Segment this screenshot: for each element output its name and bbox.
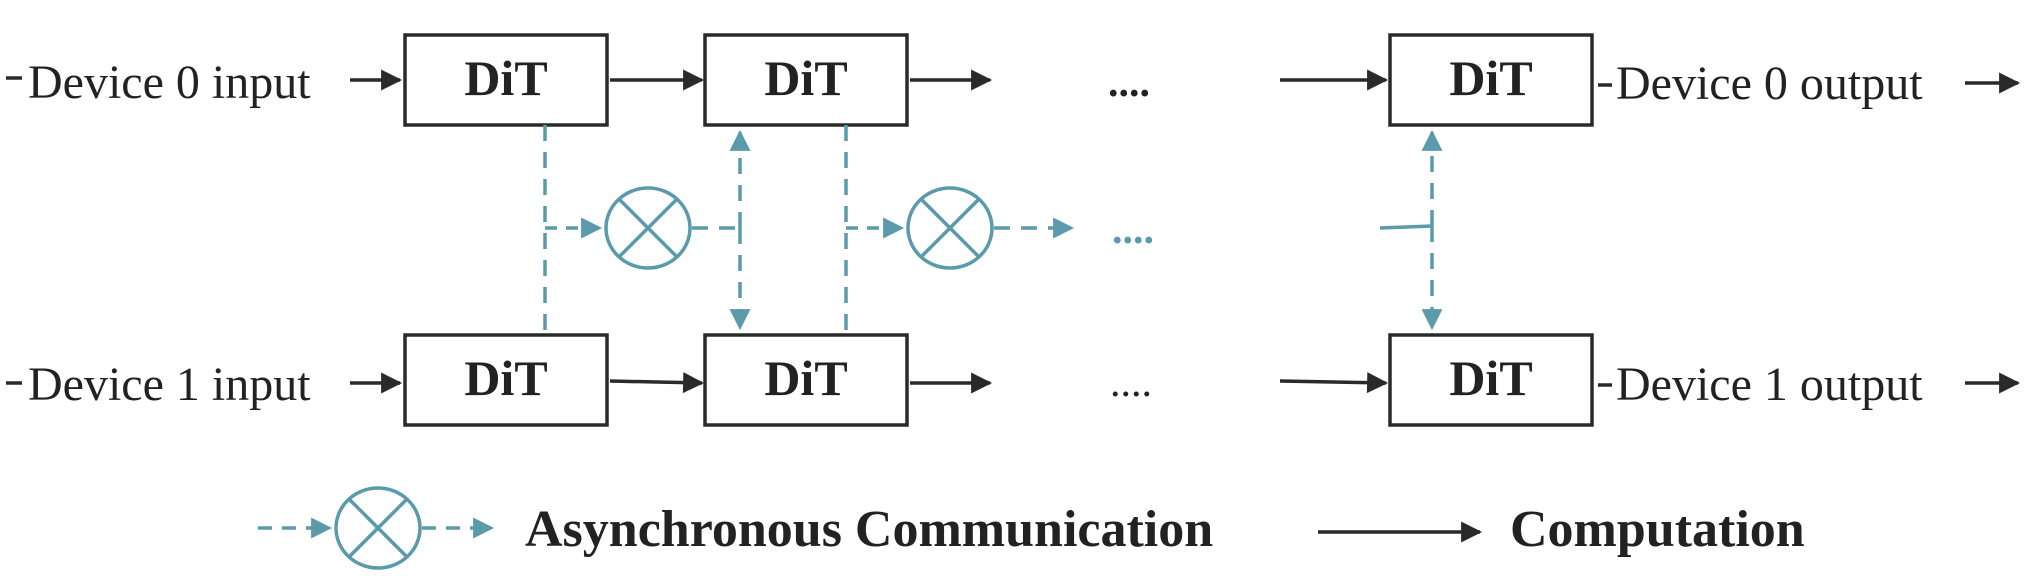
- dit-block-0-2-label: DiT: [1449, 50, 1532, 106]
- device-1-output-label: Device 1 output: [1616, 358, 1923, 411]
- dit-block-0-0-label: DiT: [464, 50, 547, 106]
- ellipsis-row-0: ....: [1108, 60, 1150, 106]
- dit-block-1-1: [703, 333, 909, 427]
- computation-arrow-1-2: [1279, 372, 1389, 394]
- ellipsis-row-1: ....: [1110, 360, 1152, 406]
- legend-communication-label: Asynchronous Communication: [525, 501, 1213, 558]
- comm-stub-2: [1379, 224, 1433, 230]
- device-0-input-label: Device 0 input: [28, 56, 311, 109]
- dit-block-0-1-label: DiT: [764, 50, 847, 106]
- legend-otimes-cross-b: [348, 498, 408, 558]
- computation-arrow-1-0: [609, 372, 705, 394]
- legend-computation-label: Computation: [1510, 501, 1805, 558]
- dit-block-0-2: [1388, 33, 1594, 127]
- dit-block-1-2: [1388, 333, 1594, 427]
- dit-block-0-0: [403, 33, 609, 127]
- otimes-1-cross-b: [920, 198, 980, 258]
- device-1-input-label: Device 1 input: [28, 358, 311, 411]
- dit-block-1-2-label: DiT: [1449, 350, 1532, 406]
- dit-block-0-1: [703, 33, 909, 127]
- otimes-0-cross-b: [618, 198, 678, 258]
- dit-block-1-1-label: DiT: [764, 350, 847, 406]
- dit-block-1-0-label: DiT: [464, 350, 547, 406]
- legend: Asynchronous Communication Computation: [258, 486, 1805, 570]
- device-0-output-label: Device 0 output: [1616, 57, 1923, 110]
- dit-block-1-0: [403, 333, 609, 427]
- ellipsis-comm-row: ....: [1112, 207, 1154, 253]
